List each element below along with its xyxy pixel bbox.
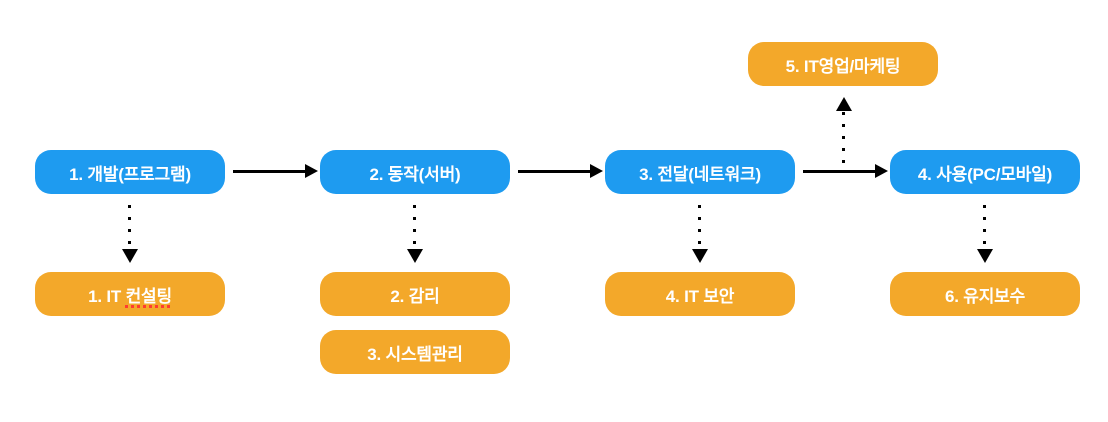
flow-node-delivery: 3. 전달(네트워크) — [605, 150, 795, 194]
flow-node-operation: 2. 동작(서버) — [320, 150, 510, 194]
service-node-system-management-label: 3. 시스템관리 — [367, 344, 463, 364]
arrow-development-to-operation — [233, 164, 318, 178]
service-node-maintenance: 6. 유지보수 — [890, 272, 1080, 316]
flow-node-usage: 4. 사용(PC/모바일) — [890, 150, 1080, 194]
service-node-consulting: 1. IT 컨설팅 — [35, 272, 225, 316]
service-node-it-security-label: 4. IT 보안 — [665, 286, 735, 306]
dotted-arrow-delivery-to-security — [691, 205, 708, 263]
consulting-label-prefix: 1. IT — [88, 286, 126, 306]
service-node-sales-marketing-label: 5. IT영업/마케팅 — [785, 56, 901, 76]
service-node-system-management: 3. 시스템관리 — [320, 330, 510, 374]
misspelled-word: 컨설팅 — [125, 286, 173, 306]
service-node-consulting-label: 1. IT 컨설팅 — [88, 282, 172, 307]
dotted-arrow-usage-to-maintenance — [976, 205, 993, 263]
service-node-audit-label: 2. 감리 — [390, 286, 440, 306]
dotted-arrow-operation-to-audit — [406, 205, 423, 263]
arrow-operation-to-delivery — [518, 164, 603, 178]
arrow-delivery-to-usage — [803, 164, 888, 178]
flow-node-operation-label: 2. 동작(서버) — [369, 164, 461, 184]
flow-node-development: 1. 개발(프로그램) — [35, 150, 225, 194]
flow-node-development-label: 1. 개발(프로그램) — [69, 164, 191, 184]
service-node-sales-marketing: 5. IT영업/마케팅 — [748, 42, 938, 86]
flow-node-delivery-label: 3. 전달(네트워크) — [639, 164, 761, 184]
service-node-it-security: 4. IT 보안 — [605, 272, 795, 316]
dotted-arrow-up-to-sales-marketing — [835, 97, 852, 163]
service-node-maintenance-label: 6. 유지보수 — [944, 286, 1026, 306]
service-node-audit: 2. 감리 — [320, 272, 510, 316]
dotted-arrow-development-to-consulting — [121, 205, 138, 263]
flow-node-usage-label: 4. 사용(PC/모바일) — [917, 164, 1053, 184]
